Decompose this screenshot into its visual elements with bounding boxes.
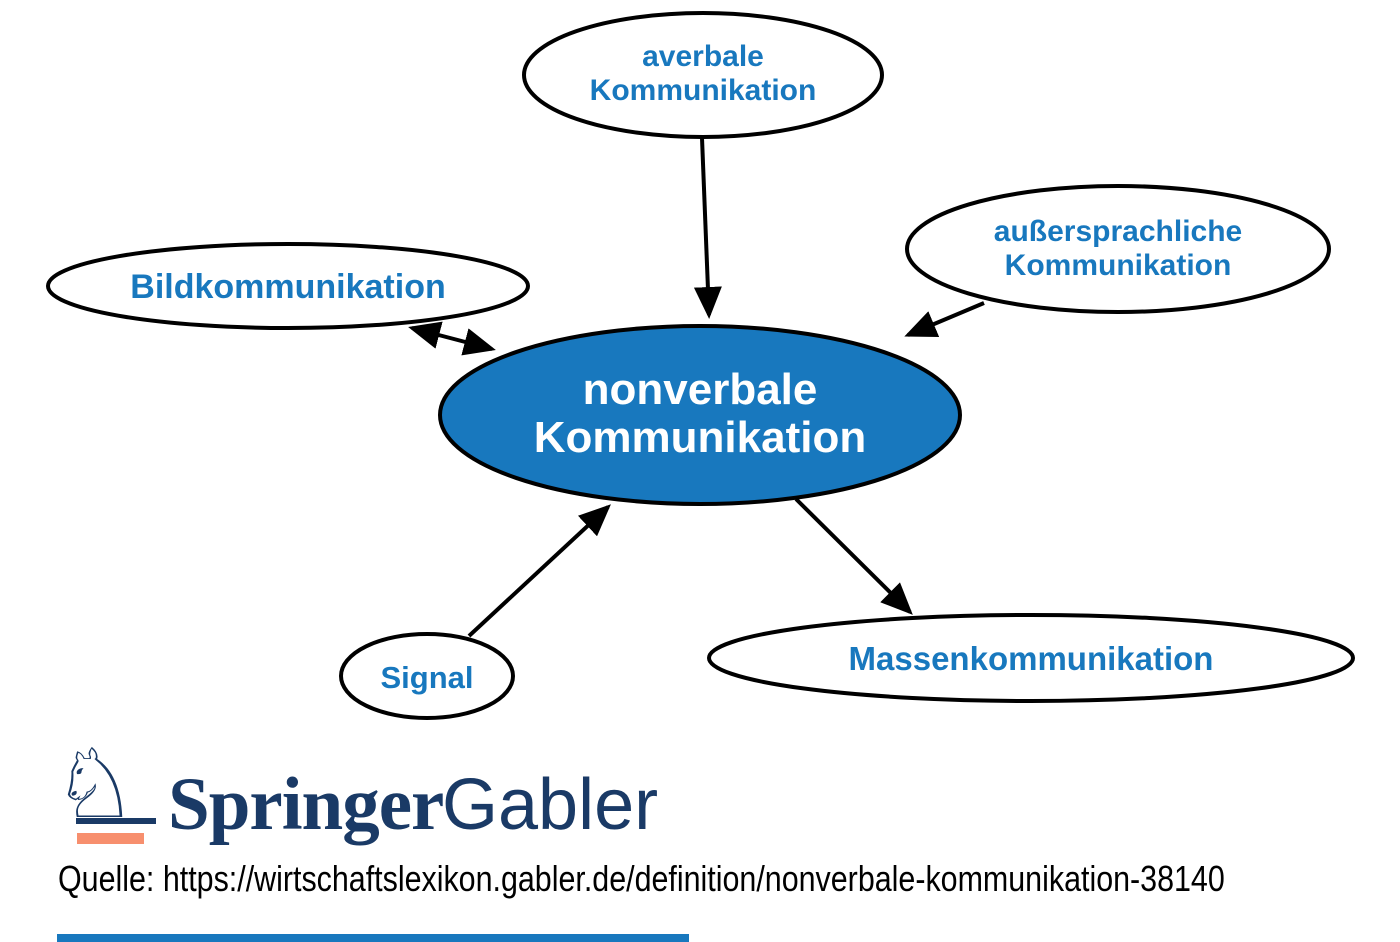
arrow-signal-to-center bbox=[467, 504, 611, 638]
footer-blue-bar bbox=[57, 934, 689, 942]
logo-navy-underline bbox=[76, 818, 156, 824]
averbale-label-line2: Kommunikation bbox=[590, 74, 817, 107]
aussersprachliche-ellipse[interactable] bbox=[905, 184, 1331, 314]
center-ellipse[interactable] bbox=[438, 324, 962, 506]
arrow-center-to-massenkommunikation bbox=[794, 497, 913, 615]
bildkommunikation-label: Bildkommunikation bbox=[130, 268, 445, 306]
arrow-bildkommunikation-center-double bbox=[408, 321, 496, 356]
logo-springer-wordmark: Springer bbox=[168, 763, 444, 846]
aussersprachliche-label-line1: außersprachliche bbox=[994, 215, 1242, 248]
source-url-text: Quelle: https://wirtschaftslexikon.gable… bbox=[58, 858, 1225, 899]
arrow-averbale-to-center bbox=[693, 137, 722, 319]
massenkommunikation-ellipse[interactable] bbox=[707, 613, 1355, 703]
node-massenkommunikation[interactable]: Massenkommunikation bbox=[707, 613, 1355, 703]
node-bildkommunikation[interactable]: Bildkommunikation bbox=[46, 242, 530, 330]
node-averbale-kommunikation[interactable]: averbale Kommunikation bbox=[522, 11, 884, 139]
aussersprachliche-label-line2: Kommunikation bbox=[1005, 249, 1232, 282]
arrow-aussersprachliche-to-center bbox=[904, 301, 985, 338]
logo-orange-underline bbox=[77, 833, 144, 844]
center-label-line2: Kommunikation bbox=[534, 413, 866, 462]
center-label-line1: nonverbale bbox=[583, 365, 818, 414]
springer-knight-icon: ♘ bbox=[52, 728, 139, 840]
bildkommunikation-ellipse[interactable] bbox=[46, 242, 530, 330]
node-aussersprachliche-kommunikation[interactable]: außersprachliche Kommunikation bbox=[905, 184, 1331, 314]
node-signal[interactable]: Signal bbox=[339, 632, 515, 720]
averbale-ellipse[interactable] bbox=[522, 11, 884, 139]
logo-gabler-wordmark: Gabler bbox=[442, 765, 659, 845]
averbale-label-line1: averbale bbox=[642, 40, 764, 73]
signal-ellipse[interactable] bbox=[339, 632, 515, 720]
signal-label: Signal bbox=[380, 660, 473, 695]
massenkommunikation-label: Massenkommunikation bbox=[849, 640, 1214, 677]
node-center-nonverbale-kommunikation[interactable]: nonverbale Kommunikation bbox=[438, 324, 962, 506]
